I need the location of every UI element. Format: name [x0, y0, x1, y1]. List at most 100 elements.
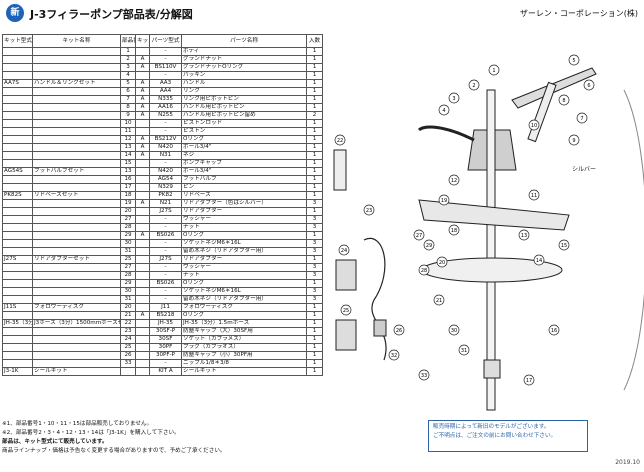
parts-table: キット型式 キット名称 部品番号 キット内容 パーツ型式 パーツ名称 入数 1-… [2, 34, 323, 376]
table-cell-qty: 1 [306, 359, 323, 368]
callout-label: 9 [572, 138, 575, 144]
table-cell-kit-code [2, 135, 33, 144]
table-cell-in [135, 215, 150, 224]
table-cell-qty: 3 [306, 287, 323, 296]
table-cell-qty: 1 [306, 119, 323, 128]
table-cell-kit-name [32, 175, 121, 184]
table-cell-kit-code [2, 111, 33, 120]
table-cell-kit-name [32, 231, 121, 240]
table-cell-name: リドアダプター（色はシルバー） [181, 199, 307, 208]
table-cell-kit-code [2, 119, 33, 128]
table-cell-kit-name: J3ホース（3分）1500mmホースセット [32, 319, 121, 328]
table-cell-part: AA3 [149, 79, 182, 88]
table-cell-part: BS218 [149, 311, 182, 320]
table-cell-in [135, 159, 150, 168]
table-cell-kit-code [2, 223, 33, 232]
table-cell-kit-name [32, 127, 121, 136]
table-cell-name: ボール3/4" [181, 143, 307, 152]
callout-label: 21 [436, 298, 442, 304]
table-cell-kit-code [2, 351, 33, 360]
table-cell-kit-name: シールキット [32, 367, 121, 376]
nipple-shape [333, 149, 347, 191]
table-cell-kit-code [2, 71, 33, 80]
table-cell-qty: 1 [306, 183, 323, 192]
table-cell-part: PK82 [149, 191, 182, 200]
table-cell-no: 28 [120, 271, 136, 280]
table-cell-kit-name: リドベースセット [32, 191, 121, 200]
col-part-no: 部品番号 [120, 34, 136, 48]
table-cell-kit-code: J27S [2, 255, 33, 264]
table-cell-kit-code [2, 103, 33, 112]
table-cell-no: 28 [120, 223, 136, 232]
callout-label: 29 [426, 243, 432, 249]
table-cell-kit-name [32, 63, 121, 72]
callout-circle [340, 304, 352, 316]
table-cell-part: BS026 [149, 279, 182, 288]
table-cell-in: A [135, 95, 150, 104]
table-cell-kit-code [2, 87, 33, 96]
table-cell-part: N21 [149, 199, 182, 208]
footnotes: ※1、部品番号1・10・11・15は部品販売しておりません。 ※2、部品番号2・… [2, 420, 332, 456]
table-cell-name: ボディ [181, 47, 307, 56]
callout-label: 8 [562, 98, 565, 104]
table-cell-qty: 1 [306, 351, 323, 360]
table-cell-in: A [135, 135, 150, 144]
callout-circle [438, 194, 450, 206]
callout-circle [363, 204, 375, 216]
callout-circle [548, 324, 560, 336]
table-cell-kit-name [32, 239, 121, 248]
table-cell-kit-code [2, 263, 33, 272]
table-cell-no: 5 [120, 79, 136, 88]
table-cell-qty: 1 [306, 127, 323, 136]
table-cell-part: 30PF-P [149, 351, 182, 360]
table-cell-kit-name [32, 159, 121, 168]
table-cell-name: ハンドル [181, 79, 307, 88]
table-cell-part: 30SF-P [149, 327, 182, 336]
table-cell-in [135, 303, 150, 312]
table-cell-no: 12 [120, 135, 136, 144]
table-cell-part: 30PF [149, 343, 182, 352]
table-cell-qty: 1 [306, 159, 323, 168]
table-cell-part: - [149, 47, 182, 56]
table-cell-kit-code [2, 295, 33, 304]
callout-label: 18 [451, 228, 457, 234]
table-cell-no: 26 [120, 351, 136, 360]
callout-label: 22 [337, 138, 343, 144]
table-cell-part: N335 [149, 95, 182, 104]
table-cell-kit-name [32, 295, 121, 304]
table-cell-qty: 1 [306, 255, 323, 264]
callout-label: 11 [531, 193, 537, 199]
table-cell-part: - [149, 223, 182, 232]
table-cell-in [135, 175, 150, 184]
table-cell-qty: 3 [306, 223, 323, 232]
callout-label: 23 [366, 208, 372, 214]
table-cell-kit-code [2, 55, 33, 64]
table-cell-qty: 3 [306, 295, 323, 304]
pump-diagram-svg: 1234567891011121314151617181920212223242… [333, 54, 644, 411]
col-part-name: パーツ名称 [181, 34, 307, 48]
table-cell-kit-code [2, 215, 33, 224]
socket-shape [335, 259, 357, 291]
table-cell-kit-code [2, 151, 33, 160]
callout-circle [583, 79, 595, 91]
table-cell-name: ナット [181, 271, 307, 280]
table-cell-part: AG54 [149, 175, 182, 184]
table-cell-part: - [149, 263, 182, 272]
table-cell-qty: 1 [306, 327, 323, 336]
table-cell-no: 1 [120, 47, 136, 56]
table-cell-qty: 1 [306, 71, 323, 80]
col-kit-code: キット型式 [2, 34, 33, 48]
table-cell-qty: 1 [306, 231, 323, 240]
table-cell-part: BS110V [149, 63, 182, 72]
col-kit-name: キット名称 [32, 34, 121, 48]
table-cell-kit-code: PK82S [2, 191, 33, 200]
table-cell-name: シールキット [181, 367, 307, 376]
table-cell-kit-code: J3-1K [2, 367, 33, 376]
table-cell-name: リドベース [181, 191, 307, 200]
table-cell-kit-code [2, 207, 33, 216]
